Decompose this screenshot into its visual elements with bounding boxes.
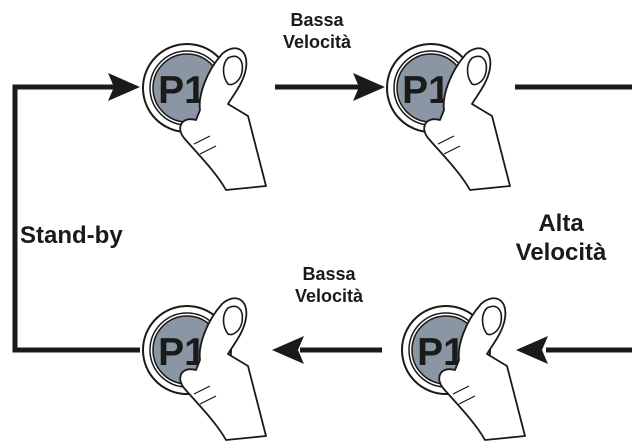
p1-button-top-left: P1 [142, 43, 267, 191]
p1-button-top-right: P1 [386, 43, 511, 191]
p1-button-label: P1 [402, 69, 450, 112]
high-speed-label-line2: Velocità [515, 238, 607, 266]
p1-button-bottom-right: P1 [401, 297, 526, 441]
high-speed-label-line1: Alta [538, 210, 584, 237]
bottom-low-speed-label-line2: Velocità [294, 285, 364, 306]
standby-label: Stand-by [20, 222, 123, 249]
standby-loop-line [12, 84, 140, 353]
top-low-speed-label-line1: Bassa [290, 10, 344, 30]
p1-button-label: P1 [158, 69, 206, 112]
arrowhead-left-icon [272, 336, 304, 364]
bottom-low-speed-label-line1: Bassa [302, 264, 356, 284]
flow-lines [12, 84, 632, 353]
arrowheads [108, 73, 548, 364]
top-low-speed-label: Bassa Velocità [262, 10, 372, 53]
high-speed-label: Alta Velocità [496, 210, 626, 268]
arrowhead-right-icon [353, 73, 385, 101]
bottom-low-speed-label: Bassa Velocità [274, 264, 384, 307]
top-low-speed-label-line2: Velocità [282, 31, 352, 52]
arrowhead-right-icon [108, 73, 140, 101]
arrowhead-left-icon [516, 336, 548, 364]
p1-button-bottom-left: P1 [142, 297, 267, 441]
